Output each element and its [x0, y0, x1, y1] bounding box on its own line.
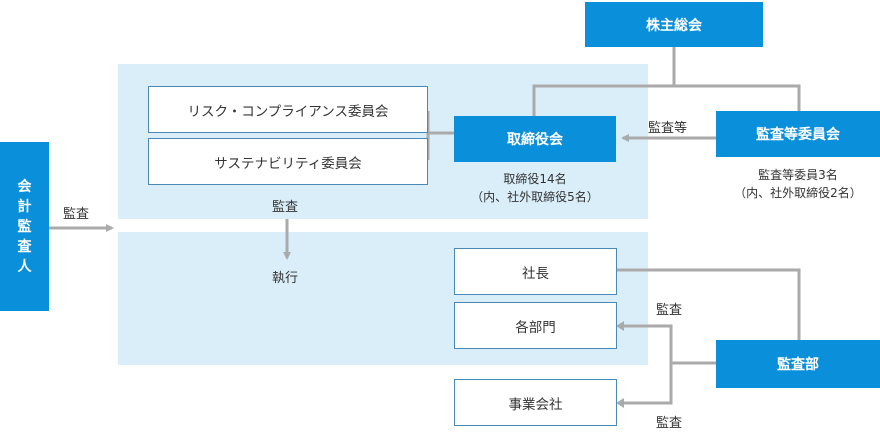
internal-audit-departments-label: 監査 — [656, 303, 683, 318]
audit-committee-note-line1: 監査等委員3名 — [758, 168, 838, 182]
audit-committee-label: 監査等委員会 — [756, 127, 840, 143]
governance-audit-label: 監査 — [272, 200, 299, 215]
audit-committee-note-line2: （内、社外取締役2名） — [734, 186, 862, 200]
board-of-directors-label: 取締役会 — [507, 132, 563, 148]
shareholders-meeting-node: 株主総会 — [585, 2, 763, 47]
accounting-auditor-char-3: 監 — [17, 218, 32, 235]
board-note-line1: 取締役14名 — [503, 172, 567, 186]
departments-label: 各部門 — [515, 319, 556, 336]
president-audit-connector — [617, 268, 801, 340]
shareholders-meeting-label: 株主総会 — [646, 17, 702, 34]
execution-label: 執行 — [272, 271, 299, 286]
group-companies-label: 事業会社 — [508, 396, 563, 413]
risk-compliance-committee-label: リスク・コンプライアンス委員会 — [187, 103, 389, 120]
board-note: 取締役14名 （内、社外取締役5名） — [454, 170, 616, 206]
internal-audit-connector — [622, 324, 716, 405]
sustainability-committee-label: サステナビリティ委員会 — [214, 155, 362, 172]
accounting-auditor-char-2: 計 — [17, 198, 32, 215]
departments-node: 各部門 — [454, 302, 617, 349]
accounting-auditor-char-5: 人 — [17, 258, 32, 275]
risk-compliance-committee-node: リスク・コンプライアンス委員会 — [148, 86, 428, 133]
accounting-auditor-char-4: 査 — [17, 238, 32, 255]
internal-audit-node: 監査部 — [716, 340, 880, 388]
board-note-line2: （内、社外取締役5名） — [471, 190, 599, 204]
accounting-audit-label: 監査 — [63, 207, 90, 222]
president-label: 社長 — [522, 265, 549, 282]
board-of-directors-node: 取締役会 — [454, 116, 616, 162]
committees-connector — [426, 111, 454, 160]
audit-committee-note: 監査等委員3名 （内、社外取締役2名） — [716, 166, 880, 202]
accounting-auditor-char-1: 会 — [17, 178, 32, 195]
group-companies-node: 事業会社 — [454, 379, 617, 426]
president-node: 社長 — [454, 248, 617, 295]
accounting-auditor-node: 会 計 監 査 人 — [0, 142, 49, 311]
internal-audit-companies-label: 監査 — [656, 416, 683, 431]
audit-etc-label: 監査等 — [648, 121, 688, 136]
audit-committee-node: 監査等委員会 — [716, 111, 880, 157]
internal-audit-label: 監査部 — [777, 357, 819, 373]
shareholders-connector — [532, 47, 801, 116]
sustainability-committee-node: サステナビリティ委員会 — [148, 138, 428, 185]
